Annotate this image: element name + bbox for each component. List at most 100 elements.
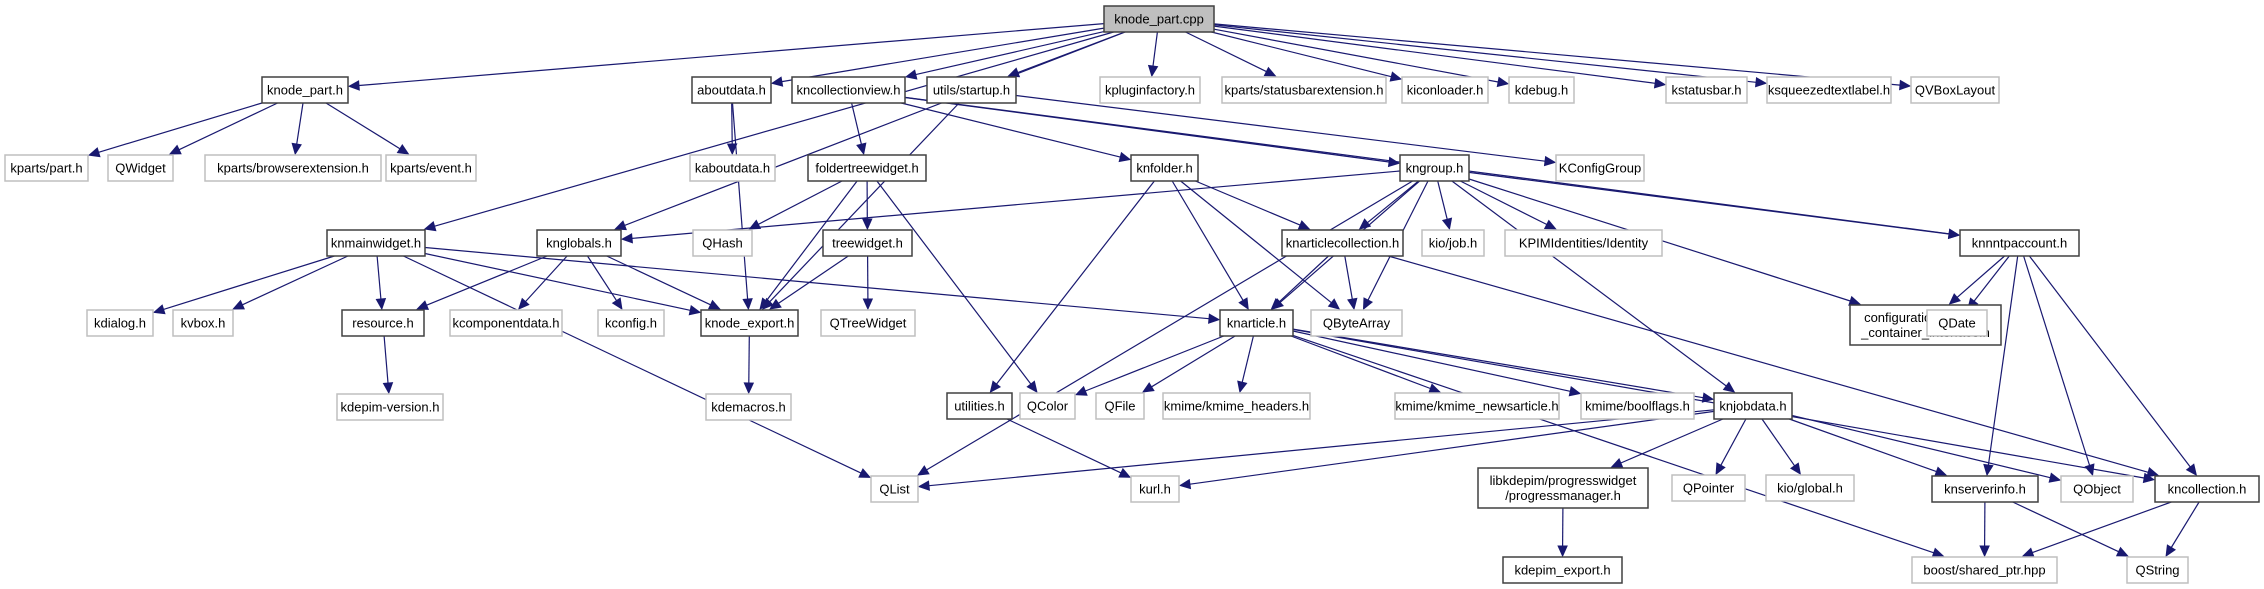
arrowhead-icon [688,305,702,316]
edge-aboutdata_h-to-kaboutdata_h [731,102,733,145]
node-QTreeWidget: QTreeWidget [820,309,916,337]
edge-knarticle_h-to-QColor [1085,335,1225,392]
node-box [2060,475,2134,503]
node-knode_part_cpp[interactable]: knode_part.cpp [1103,5,1215,33]
node-label: knserverinfo.h [1944,482,2026,497]
edge-utils_startup_h-to-KConfigGroup [1015,94,1546,162]
edge-knode_part_cpp-to-kiconloader_h [1211,31,1392,78]
edge-knmainwidget_h-to-QList [403,255,862,474]
node-box [1504,229,1663,257]
node-box [449,309,563,337]
node-label: treewidget.h [832,236,903,251]
edge-knglobals_h-to-resource_h [426,255,548,306]
edge-knnntpaccount_h-to-QObject [2023,255,2091,466]
node-box [341,309,425,337]
edge-knfolder_h-to-knarticle_h [1171,180,1244,301]
arrowhead-icon [1389,71,1403,82]
node-label: kconfig.h [605,316,657,331]
node-treewidget_h[interactable]: treewidget.h [822,229,913,257]
node-box [1130,475,1180,503]
arrowhead-icon [1327,298,1341,310]
node-box [1401,76,1489,104]
arrowhead-icon [1238,297,1249,311]
arrowhead-icon [416,300,430,310]
edge-kncollection_h-to-boost_shared_ptr_hpp [2032,501,2172,554]
node-knserverinfo_h[interactable]: knserverinfo.h [1931,475,2039,503]
node-kvbox_h: kvbox.h [172,309,234,337]
arrowhead-icon [1934,466,1948,477]
node-label: QVBoxLayout [1915,83,1996,98]
node-kncollection_h[interactable]: kncollection.h [2154,475,2260,503]
edge-kncollectionview_h-to-knfolder_h [901,102,1121,158]
node-box [1095,392,1145,420]
edge-knarticle_h-to-knjobdata_h [1292,328,1704,399]
edge-treewidget_h-to-knode_export_h [778,255,849,304]
node-knode_export_h[interactable]: knode_export.h [700,309,799,337]
node-knmainwidget_h[interactable]: knmainwidget.h [326,229,426,257]
arrowhead-icon [856,142,867,156]
node-aboutdata_h[interactable]: aboutdata.h [691,76,772,104]
node-utils_startup_h[interactable]: utils/startup.h [926,76,1017,104]
arrowhead-icon [1610,457,1624,468]
edge-knarticle_h-to-kmime_boolflags_h [1292,330,1571,392]
arrowhead-icon [770,76,784,87]
node-box [2126,556,2189,584]
node-box [1399,154,1470,182]
node-knarticlecollection_h[interactable]: knarticlecollection.h [1281,229,1404,257]
node-kdemacros_h: kdemacros.h [705,393,792,421]
node-label: /progressmanager.h [1505,488,1621,503]
arrowhead-icon [1701,392,1715,403]
arrowhead-icon [1979,545,1990,558]
node-label: kdepim_export.h [1514,563,1610,578]
node-box [107,154,174,182]
arrowhead-icon [1653,78,1667,89]
edge-foldertreewidget_h-to-QHash [758,180,843,225]
node-label: aboutdata.h [697,83,766,98]
arrowhead-icon [1270,297,1283,310]
node-QFile: QFile [1095,392,1145,420]
edge-kncollection_h-to-QString [2170,501,2200,548]
node-progressmanager_h[interactable]: libkdepim/progresswidget/progressmanager… [1477,467,1649,509]
node-kdepim_export_h[interactable]: kdepim_export.h [1502,556,1623,584]
node-knglobals_h[interactable]: knglobals.h [536,229,622,257]
node-kngroup_h[interactable]: kngroup.h [1399,154,1470,182]
arrowhead-icon [1118,467,1132,478]
edge-knode_part_cpp-to-kpluginfactory_h [1152,31,1158,67]
edge-knmainwidget_h-to-kvbox_h [242,255,349,306]
arrowhead-icon [1263,66,1277,77]
node-label: kio/global.h [1777,481,1843,496]
arrowhead-icon [1074,385,1088,396]
edge-knarticle_h-to-kmime_newsarticle_h [1290,335,1431,390]
node-knode_part_h[interactable]: knode_part.h [261,76,349,104]
node-box [1421,229,1485,257]
node-label: kparts/event.h [390,161,472,176]
node-box [691,76,772,104]
arrowhead-icon [2146,467,2159,478]
node-label: kdemacros.h [711,400,785,415]
node-box [536,229,622,257]
arrowhead-icon [614,220,627,231]
edge-knglobals_h-to-kcomponentdata_h [525,255,568,303]
edge-knjobdata_h-to-knserverinfo_h [1789,418,1937,473]
edge-knarticlecollection_h-to-knarticle_h [1278,255,1329,303]
node-knnntpaccount_h[interactable]: knnntpaccount.h [1959,229,2080,257]
arrowhead-icon [375,298,387,311]
node-knfolder_h[interactable]: knfolder.h [1130,154,1199,182]
node-QObject: QObject [2060,475,2134,503]
arrowhead-icon [726,143,738,156]
node-resource_h[interactable]: resource.h [341,309,425,337]
node-utilities_h[interactable]: utilities.h [946,392,1013,420]
edge-knnntpaccount_h-to-kncollection_h [2028,255,2191,468]
node-box [1671,474,1746,502]
node-knarticle_h[interactable]: knarticle.h [1219,309,1294,337]
edge-knfolder_h-to-knarticlecollection_h [1195,180,1301,226]
node-box [1221,76,1387,104]
node-box [1766,76,1892,104]
node-kncollectionview_h[interactable]: kncollectionview.h [791,76,906,104]
node-label: QFile [1104,399,1135,414]
node-foldertreewidget_h[interactable]: foldertreewidget.h [807,154,927,182]
arrowhead-icon [1715,462,1726,476]
arrowhead-icon [1441,217,1453,231]
node-label: kvbox.h [181,316,226,331]
node-knjobdata_h[interactable]: knjobdata.h [1713,392,1793,420]
